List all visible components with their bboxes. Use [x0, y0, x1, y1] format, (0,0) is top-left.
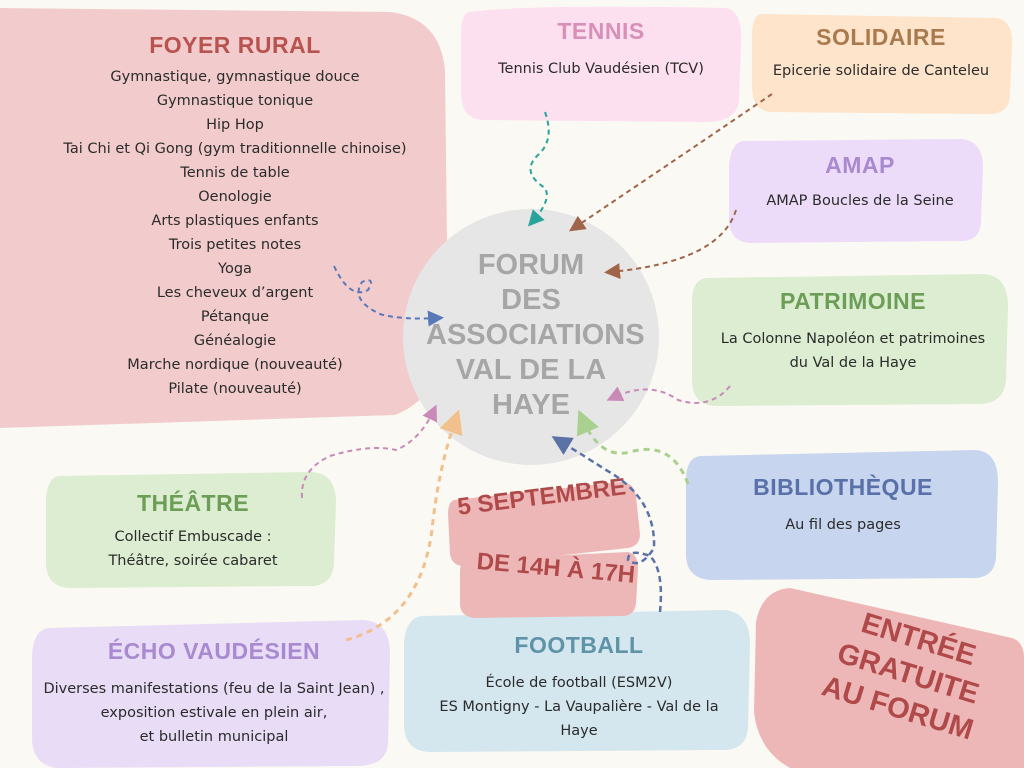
foyer-rural-item: Oenologie [198, 189, 272, 205]
solidaire-title: SOLIDAIRE [816, 24, 946, 50]
solidaire-text: Epicerie solidaire de Canteleu [772, 63, 990, 79]
theatre-title: THÉÂTRE [136, 490, 250, 516]
foyer-rural-item: Tai Chi et Qi Gong (gym traditionnelle c… [63, 141, 407, 157]
echo-vaudesien-line3: et bulletin municipal [139, 729, 289, 745]
forum-title: FORUM DES ASSOCIATIONS VAL DE LA HAYE [426, 248, 645, 423]
echo-vaudesien-line1: Diverses manifestations (feu de la Saint… [43, 681, 385, 697]
arrow-tennis [527, 111, 550, 227]
foyer-rural-item: Pilate (nouveauté) [168, 381, 302, 397]
amap-card: AMAP AMAP Boucles de la Seine [738, 152, 982, 213]
football-line3: Haye [560, 723, 598, 739]
patrimoine-title: PATRIMOINE [780, 288, 926, 314]
echo-vaudesien-card: ÉCHO VAUDÉSIEN Diverses manifestations (… [34, 638, 394, 749]
forum-title-line-1: FORUM [477, 249, 585, 281]
arrow-solidaire [569, 93, 773, 232]
foyer-rural-card: FOYER RURAL Gymnastique, gymnastique dou… [30, 32, 440, 401]
patrimoine-panel [692, 274, 1008, 406]
foyer-rural-item: Généalogie [193, 333, 277, 349]
forum-title-line-3: ASSOCIATIONS [426, 319, 645, 351]
football-title: FOOTBALL [514, 632, 644, 658]
amap-panel [729, 139, 983, 243]
tennis-card: TENNIS Tennis Club Vaudésien (TCV) [462, 18, 740, 81]
forum-title-line-4: VAL DE LA [455, 354, 607, 386]
tennis-panel [461, 6, 742, 123]
tennis-text: Tennis Club Vaudésien (TCV) [498, 61, 704, 77]
arrow-football [551, 436, 663, 613]
bibliotheque-card: BIBLIOTHÈQUE Au fil des pages [690, 474, 996, 537]
entree-gratuite-panel [754, 588, 1024, 768]
foyer-rural-item: Les cheveux d’argent [156, 285, 314, 301]
football-line1: École de football (ESM2V) [485, 675, 673, 691]
foyer-rural-item: Trois petites notes [168, 237, 302, 253]
football-panel [404, 610, 750, 752]
foyer-rural-item: Gymnastique, gymnastique douce [110, 69, 360, 85]
arrow-echo [345, 409, 463, 642]
patrimoine-card: PATRIMOINE La Colonne Napoléon et patrim… [694, 288, 1012, 375]
theatre-card: THÉÂTRE Collectif Embuscade : Théâtre, s… [48, 490, 338, 573]
bibliotheque-title: BIBLIOTHÈQUE [753, 474, 933, 500]
football-card: FOOTBALL École de football (ESM2V) ES Mo… [410, 632, 748, 743]
foyer-rural-item: Pétanque [200, 309, 270, 325]
foyer-rural-item: Yoga [218, 261, 252, 277]
amap-text: AMAP Boucles de la Seine [766, 193, 954, 209]
arrow-patrimoine [606, 385, 731, 404]
theatre-line2: Théâtre, soirée cabaret [108, 553, 278, 569]
foyer-rural-item: Hip Hop [206, 117, 264, 133]
bibliotheque-text: Au fil des pages [785, 517, 901, 533]
theatre-panel [46, 472, 336, 588]
patrimoine-line1: La Colonne Napoléon et patrimoines [720, 331, 986, 347]
forum-title-line-5: HAYE [492, 389, 570, 421]
echo-vaudesien-panel [32, 620, 390, 768]
arrow-amap [604, 209, 737, 280]
foyer-rural-item: Tennis de table [180, 165, 290, 181]
theatre-line1: Collectif Embuscade : [114, 529, 272, 545]
solidaire-panel [752, 14, 1013, 115]
echo-vaudesien-line2: exposition estivale en plein air, [100, 705, 328, 721]
foyer-rural-item: Arts plastiques enfants [151, 213, 319, 229]
arrow-bibliotheque [576, 409, 690, 485]
forum-title-line-2: DES [501, 284, 561, 316]
echo-vaudesien-title: ÉCHO VAUDÉSIEN [107, 638, 321, 664]
foyer-rural-item: Marche nordique (nouveauté) [127, 357, 343, 373]
bibliotheque-panel [686, 450, 998, 580]
center-circle [403, 209, 659, 465]
patrimoine-line2: du Val de la Haye [789, 355, 917, 371]
solidaire-card: SOLIDAIRE Epicerie solidaire de Canteleu [752, 24, 1010, 83]
amap-title: AMAP [825, 152, 895, 178]
arrow-theatre [300, 404, 438, 499]
tennis-title: TENNIS [557, 18, 645, 44]
foyer-rural-item: Gymnastique tonique [156, 93, 314, 109]
foyer-rural-panel [0, 8, 448, 428]
foyer-rural-title: FOYER RURAL [149, 32, 321, 58]
date-stamp-bg [448, 482, 640, 618]
arrow-foyer [333, 265, 444, 327]
football-line2: ES Montigny - La Vaupalière - Val de la [439, 699, 719, 715]
